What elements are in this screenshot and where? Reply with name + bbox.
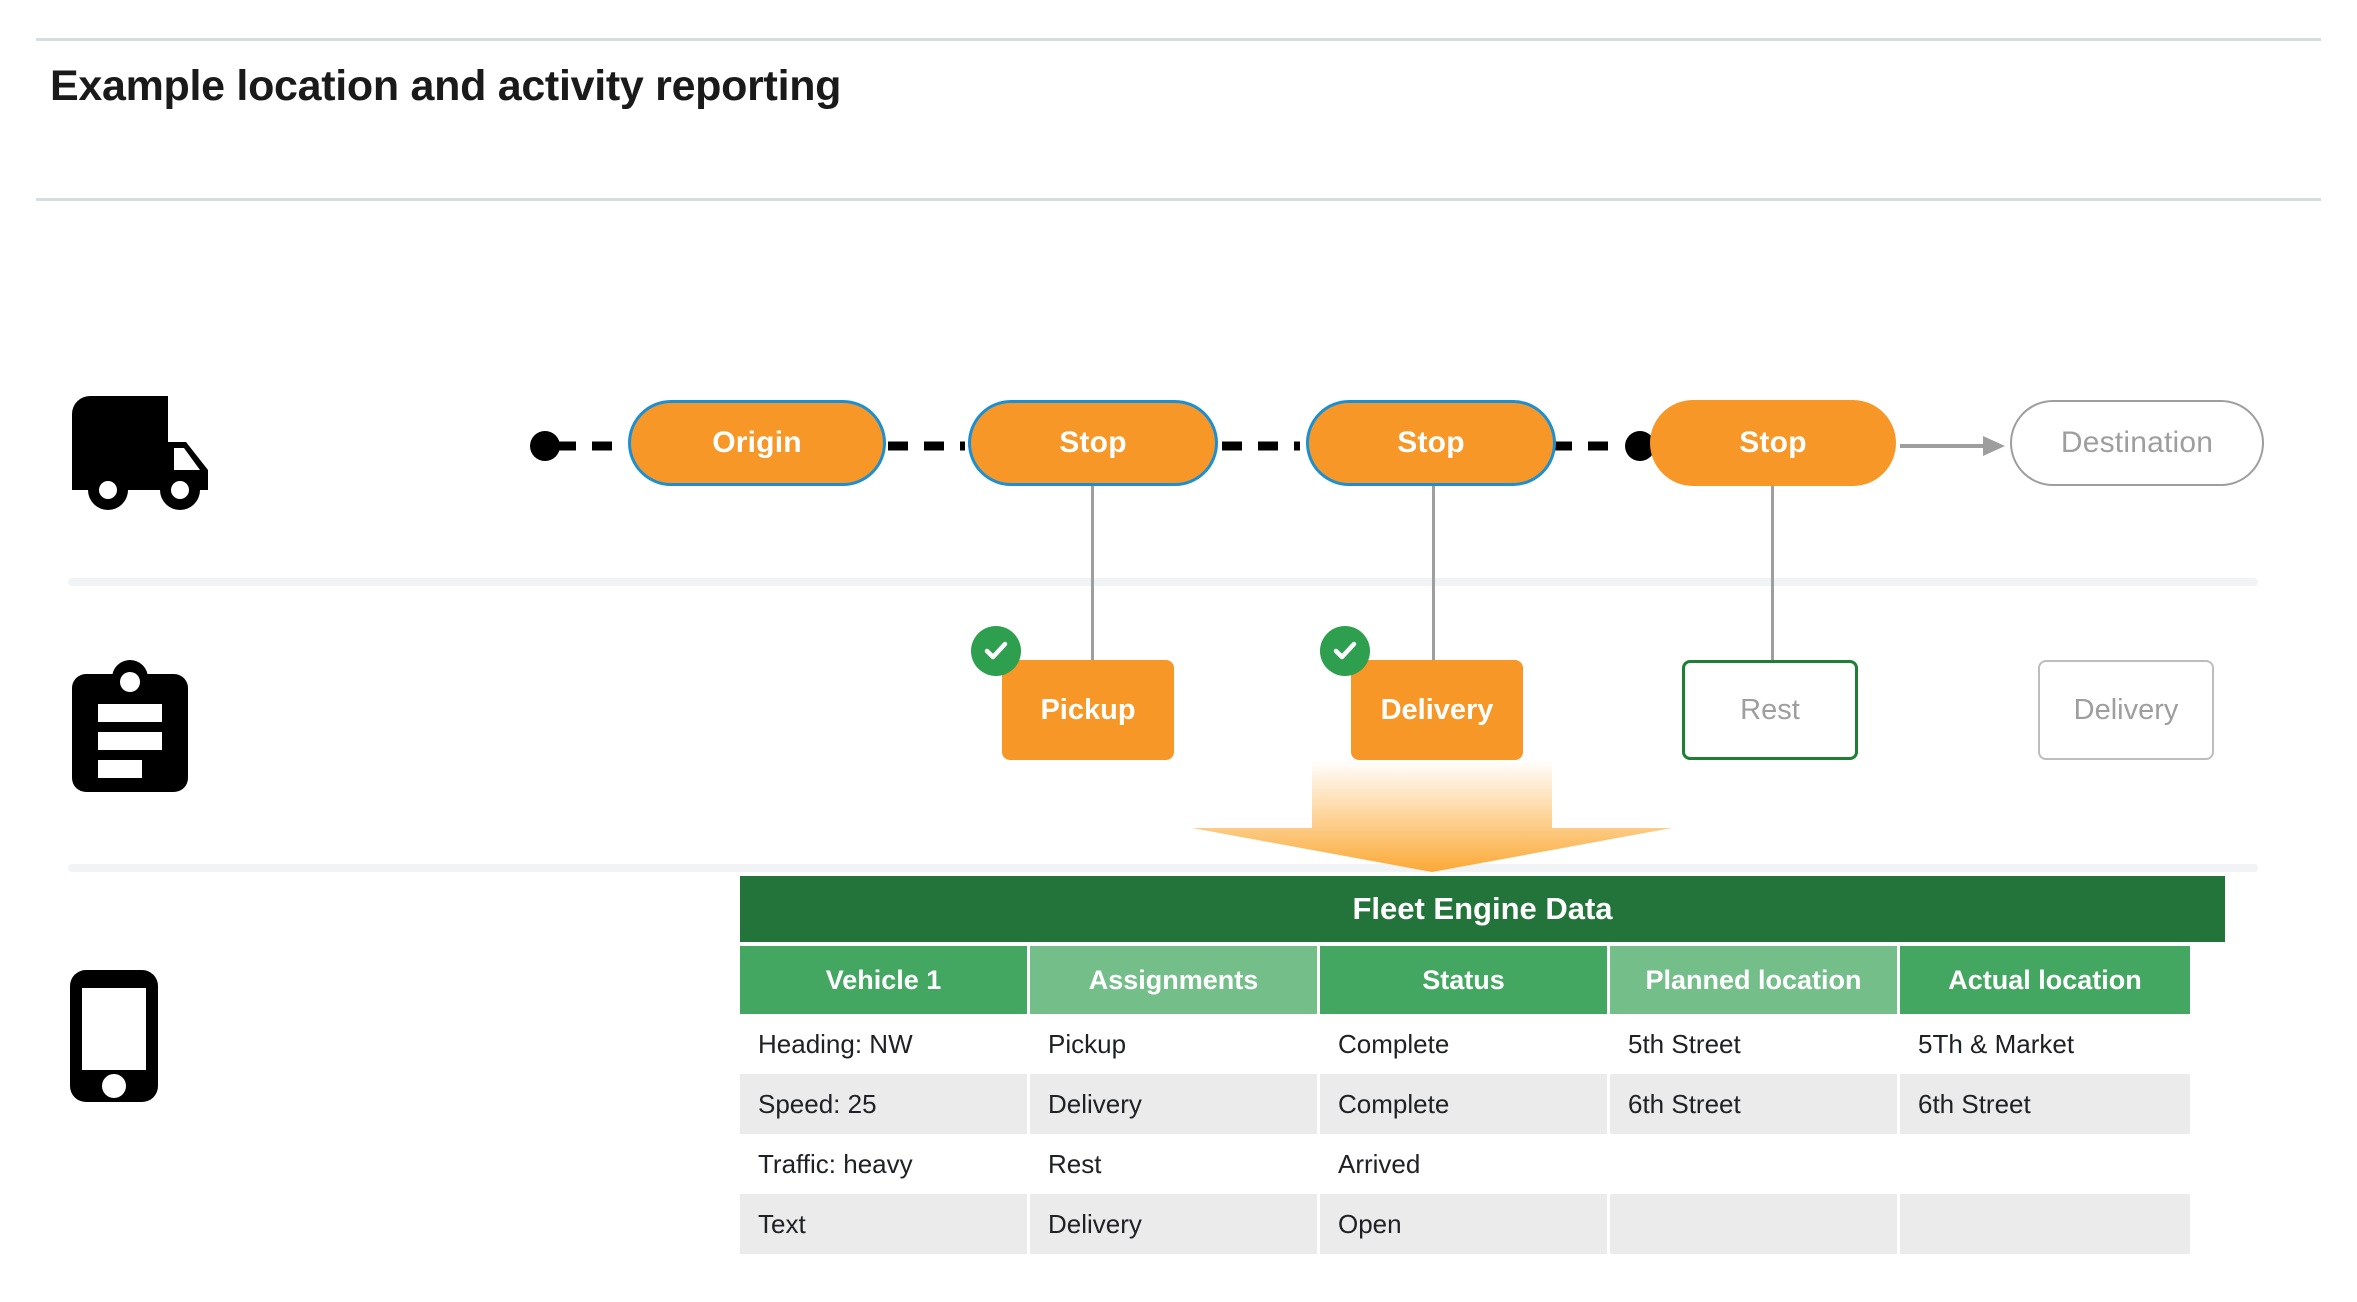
cell-vehicle: Traffic: heavy <box>740 1134 1030 1194</box>
drilldown-arrow-icon <box>1172 760 1692 877</box>
cell-actual-location: 6th Street <box>1900 1074 2190 1134</box>
cell-assignment: Delivery <box>1030 1194 1320 1254</box>
cell-status: Complete <box>1320 1014 1610 1074</box>
cell-status: Complete <box>1320 1074 1610 1134</box>
column-header-assignments[interactable]: Assignments <box>1030 946 1320 1014</box>
connector-line-pickup <box>1091 486 1094 670</box>
cell-status: Open <box>1320 1194 1610 1254</box>
fleet-table-title: Fleet Engine Data <box>740 876 2225 942</box>
cell-actual-location <box>1900 1134 2190 1194</box>
cell-planned-location <box>1610 1194 1900 1254</box>
route-stop-2[interactable]: Stop <box>1306 400 1556 486</box>
column-header-actual-location[interactable]: Actual location <box>1900 946 2190 1014</box>
truck-icon <box>68 392 220 515</box>
table-row: Heading: NW Pickup Complete 5th Street 5… <box>740 1014 2190 1074</box>
route-stop-label: Destination <box>2060 426 2214 459</box>
activity-label: Pickup <box>1040 693 1136 726</box>
route-stop-origin[interactable]: Origin <box>628 400 886 486</box>
phone-icon <box>68 968 160 1109</box>
section-divider-activity <box>68 578 2258 586</box>
table-row: Text Delivery Open <box>740 1194 2190 1254</box>
route-stop-label: Origin <box>712 426 802 459</box>
column-header-status[interactable]: Status <box>1320 946 1610 1014</box>
fleet-engine-table: Fleet Engine Data Vehicle 1 Assignments … <box>740 876 2225 1254</box>
route-stop-label: Stop <box>1059 426 1127 459</box>
cell-planned-location: 6th Street <box>1610 1074 1900 1134</box>
route-stop-1[interactable]: Stop <box>968 400 1218 486</box>
activity-card-rest[interactable]: Rest <box>1682 660 1858 760</box>
activity-card-delivery[interactable]: Delivery <box>1351 660 1523 760</box>
check-icon <box>1320 626 1370 676</box>
activity-card-pickup[interactable]: Pickup <box>1002 660 1174 760</box>
route-stop-label: Stop <box>1739 426 1807 459</box>
cell-actual-location <box>1900 1194 2190 1254</box>
activity-label: Delivery <box>1380 693 1494 726</box>
cell-planned-location <box>1610 1134 1900 1194</box>
cell-vehicle: Text <box>740 1194 1030 1254</box>
page-title: Example location and activity reporting <box>50 62 842 110</box>
activity-label: Delivery <box>2073 693 2179 726</box>
fleet-table-header-row: Vehicle 1 Assignments Status Planned loc… <box>740 946 2190 1014</box>
cell-planned-location: 5th Street <box>1610 1014 1900 1074</box>
cell-vehicle: Heading: NW <box>740 1014 1030 1074</box>
section-divider-device <box>68 864 2258 872</box>
cell-actual-location: 5Th & Market <box>1900 1014 2190 1074</box>
cell-assignment: Delivery <box>1030 1074 1320 1134</box>
activity-card-delivery-open[interactable]: Delivery <box>2038 660 2214 760</box>
check-icon <box>971 626 1021 676</box>
cell-assignment: Rest <box>1030 1134 1320 1194</box>
route-stop-3[interactable]: Stop <box>1650 400 1896 486</box>
cell-assignment: Pickup <box>1030 1014 1320 1074</box>
title-divider <box>36 198 2321 201</box>
cell-vehicle: Speed: 25 <box>740 1074 1030 1134</box>
table-row: Traffic: heavy Rest Arrived <box>740 1134 2190 1194</box>
connector-line-delivery <box>1432 486 1435 670</box>
column-header-planned-location[interactable]: Planned location <box>1610 946 1900 1014</box>
top-divider <box>36 38 2321 41</box>
cell-status: Arrived <box>1320 1134 1610 1194</box>
route-stop-label: Stop <box>1397 426 1465 459</box>
route-stop-destination[interactable]: Destination <box>2010 400 2264 486</box>
table-row: Speed: 25 Delivery Complete 6th Street 6… <box>740 1074 2190 1134</box>
activity-label: Rest <box>1740 693 1800 726</box>
connector-line-rest <box>1771 486 1774 666</box>
clipboard-icon <box>68 660 192 797</box>
column-header-vehicle[interactable]: Vehicle 1 <box>740 946 1030 1014</box>
